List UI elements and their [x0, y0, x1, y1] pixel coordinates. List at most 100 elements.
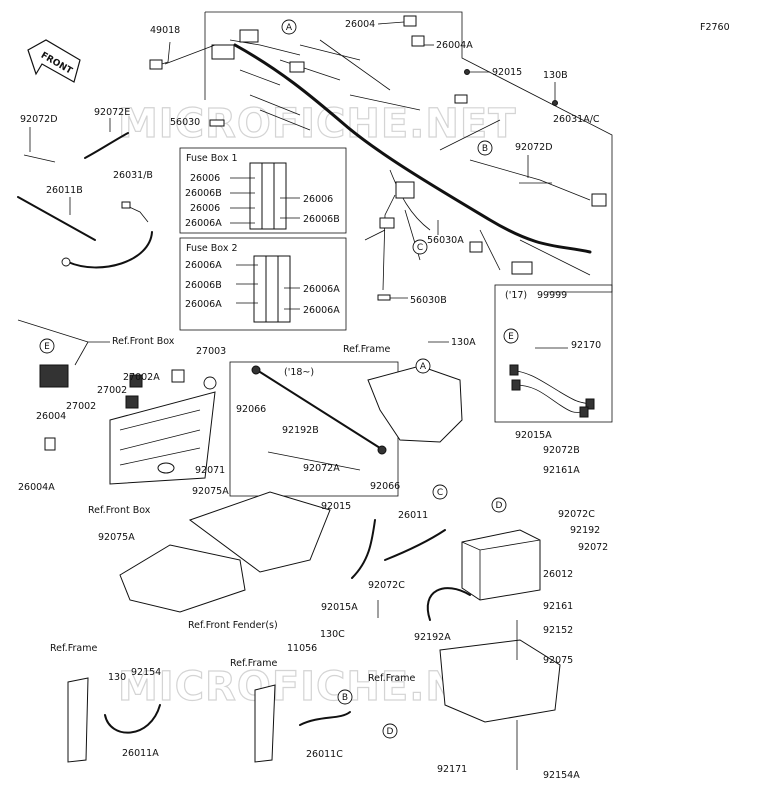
- callout-a-mid: A: [415, 358, 431, 374]
- label-92015a-right: 92015A: [515, 430, 552, 441]
- label-92075: 92075: [543, 655, 573, 666]
- svg-text:C: C: [437, 488, 443, 498]
- label-92192: 92192: [570, 525, 600, 536]
- label-27002a: 27002A: [123, 372, 160, 383]
- callout-d-bottom: D: [382, 723, 398, 739]
- svg-text:C: C: [417, 243, 423, 253]
- fuse1-right-0: 26006: [303, 194, 333, 205]
- fuse2-left-1: 26006B: [185, 280, 222, 291]
- front-fender: [119, 491, 331, 613]
- label-92075a-2: 92075A: [98, 532, 135, 543]
- label-92071: 92071: [195, 465, 225, 476]
- label-92161: 92161: [543, 601, 573, 612]
- callout-e-left: E: [39, 338, 55, 354]
- ref-frame-center: Ref.Frame: [343, 344, 390, 355]
- front-box-left: [39, 364, 217, 485]
- frame-bottom-mid: [254, 684, 351, 763]
- battery-26012: [461, 529, 541, 601]
- figure-code: F2760: [700, 22, 730, 33]
- fuse-box-1-title: Fuse Box 1: [186, 153, 238, 164]
- label-26011b: 26011B: [46, 185, 83, 196]
- ref-front-fender: Ref.Front Fender(s): [188, 620, 278, 631]
- callout-c-mid: C: [432, 484, 448, 500]
- main-harness: [211, 15, 607, 301]
- fuse-box-2-title: Fuse Box 2: [186, 243, 238, 254]
- label-92066-1: 92066: [236, 404, 266, 415]
- label-11056: 11056: [287, 643, 317, 654]
- svg-text:A: A: [420, 362, 427, 372]
- ref-frame-bottom-mid: Ref.Frame: [230, 658, 277, 669]
- label-92015a-bottom: 92015A: [321, 602, 358, 613]
- ref-front-box-top: Ref.Front Box: [112, 336, 175, 347]
- svg-text:E: E: [508, 332, 514, 342]
- fuse1-left-2: 26006: [190, 203, 220, 214]
- inset-2017-panel: ('17) 99999 92170: [494, 284, 613, 423]
- label-92192b: 92192B: [282, 425, 319, 436]
- callout-e-inset: E: [503, 328, 519, 344]
- ref-frame-bottom-right: Ref.Frame: [368, 673, 415, 684]
- harness-bracket: [205, 11, 613, 293]
- label-92154a: 92154A: [543, 770, 580, 781]
- label-92072d-left: 92072D: [20, 114, 58, 125]
- callout-c-top: C: [412, 239, 428, 255]
- svg-text:D: D: [496, 501, 503, 511]
- label-130: 130: [108, 672, 126, 683]
- label-26004a-left: 26004A: [18, 482, 55, 493]
- fuse1-left-3: 26006A: [185, 218, 222, 229]
- label-92015-mid: 92015: [321, 501, 351, 512]
- ref-front-box-bottom: Ref.Front Box: [88, 505, 151, 516]
- callout-a-top: A: [281, 19, 297, 35]
- front-arrow-icon: FRONT: [27, 39, 81, 83]
- label-92154: 92154: [131, 667, 161, 678]
- fuse2-right-0: 26006A: [303, 284, 340, 295]
- watermark-top: MICROFICHE.NET: [118, 101, 517, 147]
- label-26011c: 26011C: [306, 749, 343, 760]
- label-27003: 27003: [196, 346, 226, 357]
- svg-text:A: A: [286, 23, 293, 33]
- label-92072e: 92072E: [94, 107, 130, 118]
- callout-d-mid: D: [491, 497, 507, 513]
- label-56030a: 56030A: [427, 235, 464, 246]
- label-92066-2: 92066: [370, 481, 400, 492]
- svg-text:E: E: [44, 342, 50, 352]
- label-92152: 92152: [543, 625, 573, 636]
- svg-text:B: B: [342, 693, 348, 703]
- frame-center: [367, 365, 463, 443]
- label-26004-top: 26004: [345, 19, 375, 30]
- fuse1-right-1: 26006B: [303, 214, 340, 225]
- label-130b: 130B: [543, 70, 568, 81]
- frame-bottom-right: [439, 620, 561, 770]
- svg-text:D: D: [387, 727, 394, 737]
- fuse2-right-1: 26006A: [303, 305, 340, 316]
- label-92072c-mid: 92072C: [368, 580, 405, 591]
- label-130c: 130C: [320, 629, 345, 640]
- fuse1-left-1: 26006B: [185, 188, 222, 199]
- callout-b-bottom: B: [337, 689, 353, 705]
- inset-17-sub-part: 92170: [571, 340, 601, 351]
- label-92075a-1: 92075A: [192, 486, 229, 497]
- label-92171: 92171: [437, 764, 467, 775]
- fuse-box-1-panel: Fuse Box 1 26006 26006B 26006 26006A 260…: [179, 147, 347, 234]
- label-27002-1: 27002: [97, 385, 127, 396]
- fuse-box-2-panel: Fuse Box 2 26006A 26006B 26006A 26006A 2…: [179, 237, 347, 331]
- label-26004a-top: 26004A: [436, 40, 473, 51]
- label-92072c-right: 92072C: [558, 509, 595, 520]
- label-92072: 92072: [578, 542, 608, 553]
- label-92072d-right: 92072D: [515, 142, 553, 153]
- label-92192a: 92192A: [414, 632, 451, 643]
- frame-bottom-left: [67, 677, 161, 763]
- fuse2-left-2: 26006A: [185, 299, 222, 310]
- label-26011: 26011: [398, 510, 428, 521]
- label-130a: 130A: [451, 337, 476, 348]
- label-26031b: 26031/B: [113, 170, 153, 181]
- label-56030: 56030: [170, 117, 200, 128]
- part-49018: [149, 59, 163, 70]
- label-56030b: 56030B: [410, 295, 447, 306]
- label-26031ac: 26031A/C: [553, 114, 600, 125]
- ref-frame-bottom-left: Ref.Frame: [50, 643, 97, 654]
- inset-18-year: ('18~): [284, 367, 314, 378]
- label-49018: 49018: [150, 25, 180, 36]
- callout-b-top: B: [477, 140, 493, 156]
- svg-text:B: B: [482, 144, 488, 154]
